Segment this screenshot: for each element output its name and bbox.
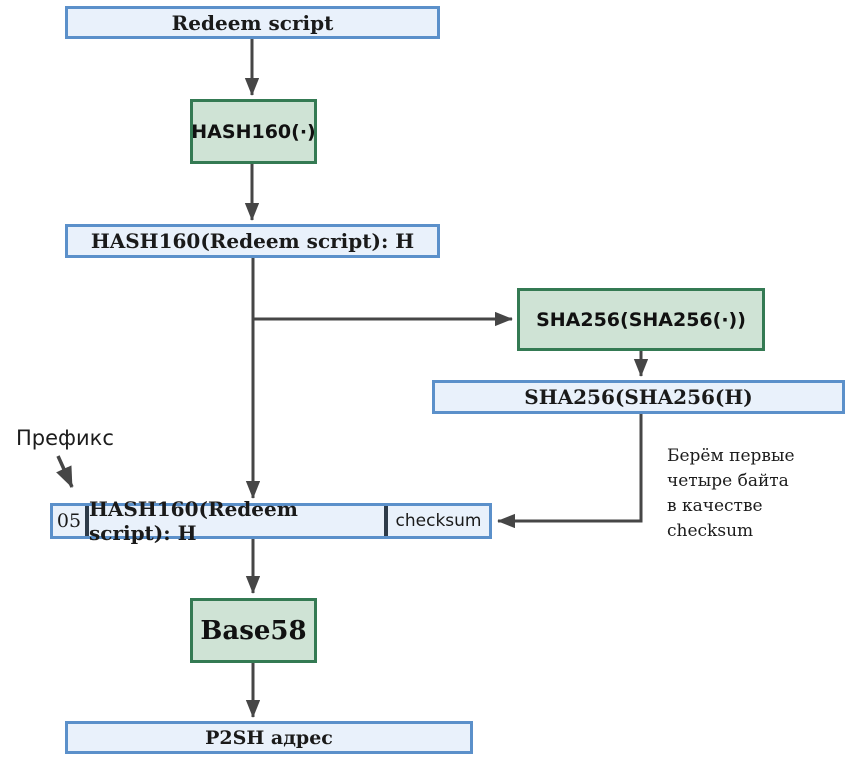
hash160-result-label: HASH160(Redeem script): H <box>90 229 415 253</box>
hash160-function-box: HASH160(·) <box>190 99 317 164</box>
checksum-note-line: в качестве <box>667 496 763 516</box>
checksum-note: Берём первые четыре байта в качестве che… <box>667 444 795 544</box>
hash160-function-label: HASH160(·) <box>191 120 316 143</box>
sha256-function-box: SHA256(SHA256(·)) <box>517 288 765 351</box>
p2sh-address-label: P2SH адрес <box>205 726 333 749</box>
arrow-sha256result-to-checksum <box>497 414 643 529</box>
payload-body-cell: HASH160(Redeem script): H <box>85 497 388 545</box>
sha256-function-label: SHA256(SHA256(·)) <box>536 308 746 331</box>
redeem-script-box: Redeem script <box>65 6 440 39</box>
payload-checksum-cell: checksum <box>395 511 482 531</box>
checksum-note-line: четыре байта <box>667 471 789 491</box>
sha256-result-box: SHA256(SHA256(H) <box>432 380 845 414</box>
base58-function-label: Base58 <box>200 615 307 646</box>
hash160-result-box: HASH160(Redeem script): H <box>65 224 440 258</box>
redeem-script-label: Redeem script <box>171 10 334 35</box>
arrow-prefix-pointer <box>56 455 74 488</box>
checksum-note-line: checksum <box>667 521 754 541</box>
payload-prefix-cell: 05 <box>56 510 82 532</box>
prefix-annotation: Префикс <box>16 426 114 450</box>
payload-box: 05 HASH160(Redeem script): H checksum <box>50 497 492 545</box>
checksum-note-line: Берём первые <box>667 446 795 466</box>
sha256-result-label: SHA256(SHA256(H) <box>524 385 753 409</box>
base58-function-box: Base58 <box>190 598 317 663</box>
p2sh-address-box: P2SH адрес <box>65 721 473 754</box>
